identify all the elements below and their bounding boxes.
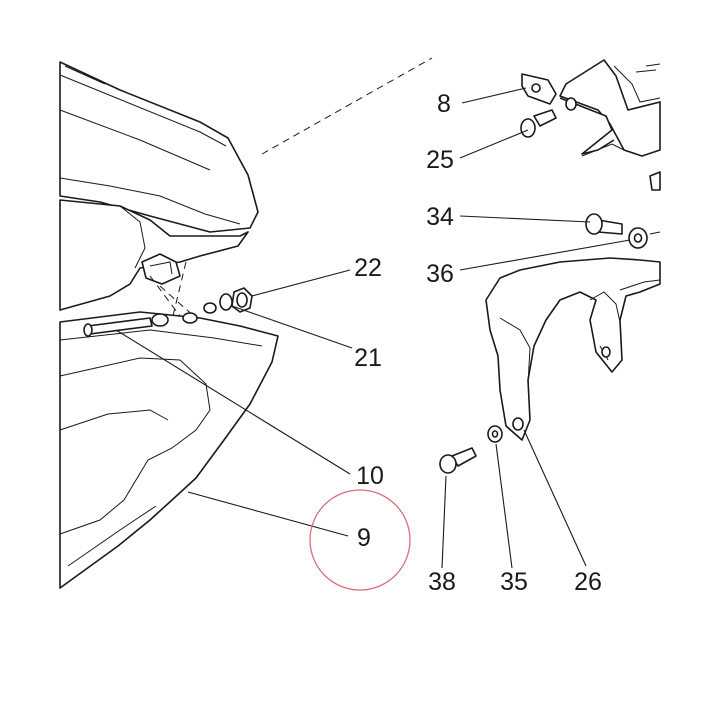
leader-34: [459, 215, 591, 223]
tailgate-assembly: [59, 61, 279, 589]
sleeve: [151, 313, 169, 327]
callout-26: 26: [574, 568, 602, 596]
leader-lines: [115, 87, 631, 569]
washer-35: [487, 425, 503, 443]
washer-36: [628, 227, 648, 249]
washer-21: [219, 293, 233, 311]
latch-bracket: [141, 253, 181, 285]
leader-9: [187, 491, 349, 537]
highlight-circle: [309, 489, 411, 591]
callout-8: 8: [437, 90, 451, 118]
leader-21: [231, 305, 353, 349]
top-support-bracket: [559, 59, 661, 157]
leader-35: [495, 443, 513, 569]
callout-25: 25: [426, 146, 454, 174]
callout-34: 34: [426, 203, 454, 231]
callout-labels: 8 25 34 36 22 21 10 9 38 35 26: [354, 90, 602, 596]
callout-38: 38: [428, 568, 456, 596]
l-bracket-26: [485, 257, 661, 441]
leader-10: [115, 329, 351, 475]
bracket-assembly: [439, 59, 661, 474]
leader-26: [523, 429, 587, 567]
leader-8: [461, 87, 527, 104]
callout-21: 21: [354, 344, 382, 372]
callout-22: 22: [354, 254, 382, 282]
callout-10: 10: [356, 462, 384, 490]
leader-36: [459, 239, 631, 271]
callout-35: 35: [500, 568, 528, 596]
mid-panel: [59, 199, 249, 311]
separation-line: [261, 57, 433, 155]
upper-body-panel: [59, 61, 259, 233]
bolt-34: [585, 213, 623, 235]
leader-38: [441, 475, 447, 569]
bolt-38: [439, 447, 477, 474]
leader-22: [251, 269, 351, 297]
callout-9: 9: [357, 524, 371, 552]
clip-8: [521, 73, 557, 105]
bolt-25: [520, 109, 557, 138]
nut-22: [231, 287, 253, 313]
bolt-10: [83, 317, 153, 337]
callout-36: 36: [426, 260, 454, 288]
leader-25: [459, 129, 529, 159]
